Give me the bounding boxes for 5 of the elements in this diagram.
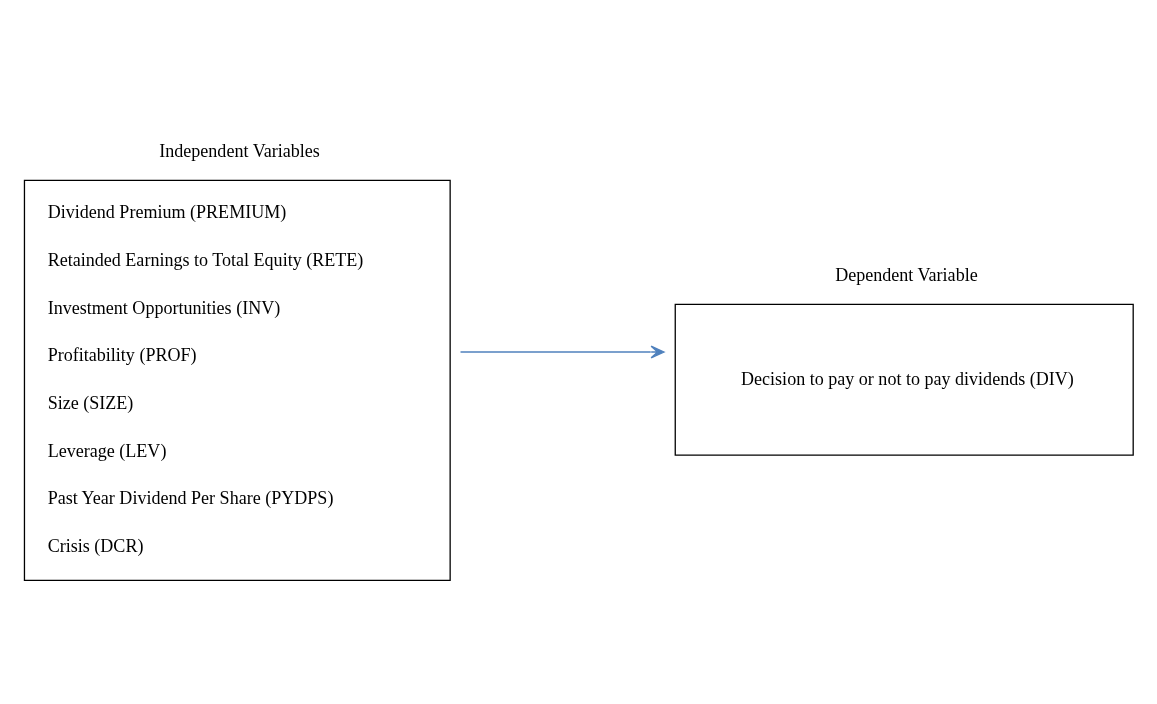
node-box: Dividend Premium (PREMIUM) Retainded Earnings to Total Equity (RETE) Investment Opportunities (INV) Profitability (PROF) Size (SIZE) Leverage (LEV) Past Year Dividend Per Share (PYDPS) Crisis (DCR) (23, 179, 451, 581)
node-label: Independent Variables (159, 141, 320, 162)
node-label: Dependent Variable (835, 265, 978, 286)
node-box: Decision to pay or not to pay dividends (DIV) (674, 303, 1134, 456)
arrow (459, 345, 665, 359)
